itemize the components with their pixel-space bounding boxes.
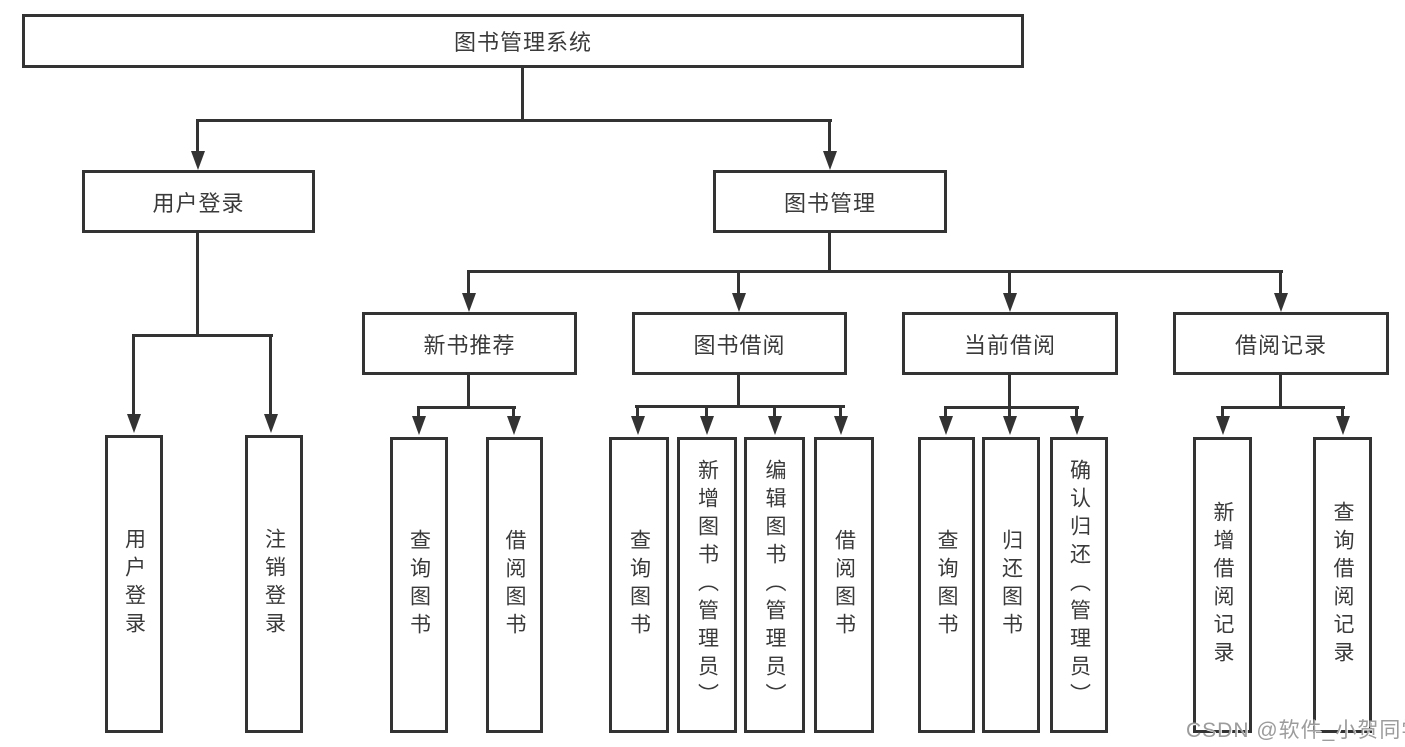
connector-drop-bb-add xyxy=(705,406,708,418)
leaf-logout: 注销登录 xyxy=(245,435,303,733)
connector-root-stem xyxy=(521,68,524,122)
connector-drop-nbr-query xyxy=(417,407,420,418)
node-user-login: 用户登录 xyxy=(82,170,315,233)
node-book-management: 图书管理 xyxy=(713,170,947,233)
leaf-bb-add-book-admin: 新增图书（管理员） xyxy=(677,437,737,733)
leaf-bb-query-book: 查询图书 xyxy=(609,437,669,733)
connector-drop-cb-query xyxy=(944,407,947,418)
connector-drop-cb-return xyxy=(1008,407,1011,418)
connector-borrowing-records-bar xyxy=(1221,406,1345,409)
connector-drop-book-borrowing xyxy=(737,271,740,294)
leaf-br-query-record: 查询借阅记录 xyxy=(1313,437,1372,733)
connector-drop-leaf-login xyxy=(132,335,135,415)
connector-drop-nbr-borrow xyxy=(512,407,515,418)
connector-new-book-stem xyxy=(467,375,470,408)
connector-drop-cb-confirm xyxy=(1075,407,1078,418)
arrowhead-bb-query xyxy=(631,416,645,435)
leaf-bb-borrow-book: 借阅图书 xyxy=(814,437,874,733)
leaf-nbr-borrow-book: 借阅图书 xyxy=(486,437,543,733)
node-root: 图书管理系统 xyxy=(22,14,1024,68)
arrowhead-bb-edit xyxy=(768,416,782,435)
connector-borrowing-records-stem xyxy=(1279,375,1282,408)
arrowhead-leaf-login xyxy=(127,414,141,433)
connector-book-borrowing-stem xyxy=(737,375,740,407)
arrowhead-borrowing-records xyxy=(1274,293,1288,312)
connector-drop-bb-query xyxy=(636,406,639,418)
arrowhead-leaf-logout xyxy=(264,414,278,433)
connector-drop-leaf-logout xyxy=(269,335,272,415)
arrowhead-bb-borrow xyxy=(834,416,848,435)
connector-drop-bb-borrow xyxy=(839,406,842,418)
connector-drop-current-borrowing xyxy=(1008,271,1011,294)
arrowhead-nbr-query xyxy=(412,416,426,435)
connector-new-book-bar xyxy=(417,406,516,409)
leaf-cb-query-book: 查询图书 xyxy=(918,437,975,733)
arrowhead-book-borrowing xyxy=(732,293,746,312)
connector-user-login-stem xyxy=(196,233,199,336)
connector-level2-bar xyxy=(196,119,832,122)
leaf-cb-return-book: 归还图书 xyxy=(982,437,1040,733)
node-book-borrowing: 图书借阅 xyxy=(632,312,847,375)
connector-drop-bb-edit xyxy=(773,406,776,418)
leaf-nbr-query-book: 查询图书 xyxy=(390,437,448,733)
connector-drop-borrowing-records xyxy=(1279,271,1282,294)
arrowhead-cb-query xyxy=(939,416,953,435)
connector-current-borrowing-bar xyxy=(944,406,1079,409)
node-new-book-recommend: 新书推荐 xyxy=(362,312,577,375)
connector-current-borrowing-stem xyxy=(1008,375,1011,408)
arrowhead-br-add xyxy=(1216,416,1230,435)
node-borrowing-records: 借阅记录 xyxy=(1173,312,1389,375)
connector-drop-br-query xyxy=(1341,407,1344,418)
arrowhead-cb-confirm xyxy=(1070,416,1084,435)
connector-drop-book-management xyxy=(828,120,831,153)
leaf-br-add-record: 新增借阅记录 xyxy=(1193,437,1252,733)
arrowhead-cb-return xyxy=(1003,416,1017,435)
watermark: CSDN @软件_小贺同学 xyxy=(1186,719,1405,742)
connector-level3-bar xyxy=(467,270,1283,273)
connector-drop-user-login xyxy=(196,120,199,153)
connector-book-management-stem xyxy=(828,233,831,273)
leaf-bb-edit-book-admin: 编辑图书（管理员） xyxy=(744,437,805,733)
connector-drop-new-book-recommend xyxy=(467,271,470,294)
arrowhead-bb-add xyxy=(700,416,714,435)
arrowhead-nbr-borrow xyxy=(507,416,521,435)
arrowhead-br-query xyxy=(1336,416,1350,435)
arrowhead-new-book-recommend xyxy=(462,293,476,312)
arrowhead-book-management xyxy=(823,151,837,170)
leaf-cb-confirm-return-admin: 确认归还（管理员） xyxy=(1050,437,1108,733)
connector-drop-br-add xyxy=(1221,407,1224,418)
leaf-user-login: 用户登录 xyxy=(105,435,163,733)
node-current-borrowing: 当前借阅 xyxy=(902,312,1118,375)
connector-user-login-bar xyxy=(132,334,273,337)
arrowhead-current-borrowing xyxy=(1003,293,1017,312)
connector-book-borrowing-bar xyxy=(635,405,845,408)
arrowhead-user-login xyxy=(191,151,205,170)
